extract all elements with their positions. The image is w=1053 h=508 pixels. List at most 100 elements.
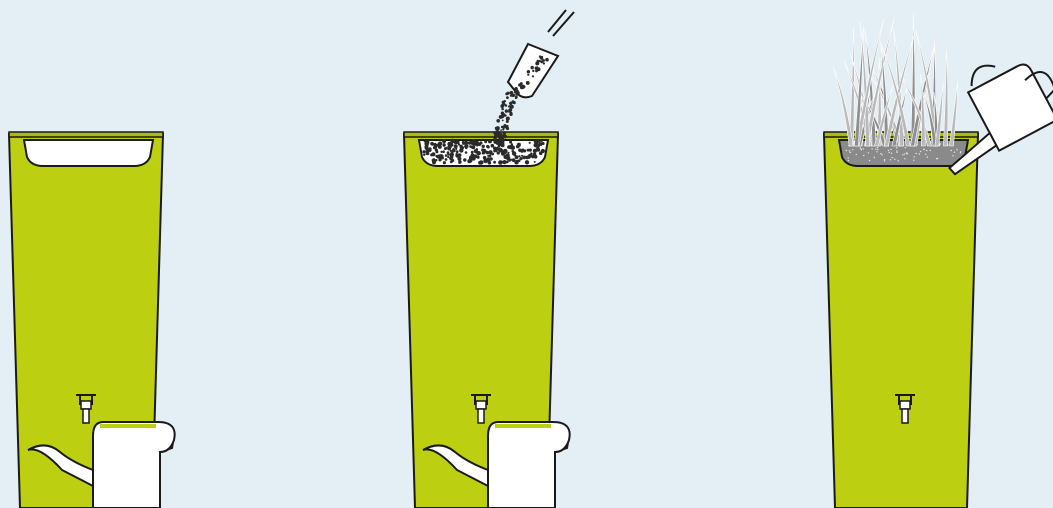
gravel-grain (505, 109, 508, 112)
gravel-grain (458, 162, 460, 164)
soil-speck (902, 154, 903, 155)
gravel-grain (545, 58, 549, 62)
step-1-panel (9, 132, 175, 508)
gravel-grain (518, 155, 520, 157)
gravel-grain (424, 143, 427, 146)
step-3-panel (824, 14, 1053, 508)
gravel-grain (479, 160, 483, 164)
soil-speck (848, 160, 849, 161)
gravel-grain (527, 70, 530, 73)
gravel-grain (423, 154, 425, 156)
soil-speck (868, 152, 869, 153)
gravel-grain (532, 70, 534, 72)
gravel-grain (479, 141, 482, 144)
soil-speck (849, 150, 850, 151)
gravel-grain (456, 140, 460, 144)
gravel-grain (489, 157, 492, 160)
soil-speck (889, 152, 890, 153)
soil-speck (927, 156, 928, 157)
soil-speck (952, 155, 953, 156)
gravel-grain (452, 148, 455, 151)
soil-speck (920, 151, 921, 152)
gravel-grain (435, 150, 438, 153)
gravel-grain (531, 66, 534, 69)
gravel-grain (436, 155, 440, 159)
soil-speck (916, 153, 917, 154)
gravel-grain (503, 133, 505, 135)
gravel-grain (516, 92, 519, 95)
soil-speck (894, 159, 895, 160)
soil-speck (880, 153, 881, 154)
gravel-grain (505, 115, 507, 117)
gravel-grain (509, 141, 512, 144)
gravel-grain (517, 143, 521, 147)
gravel-grain (533, 149, 537, 153)
gravel-grain (502, 120, 504, 122)
soil-speck (877, 147, 878, 148)
gravel-grain (512, 94, 515, 97)
soil-speck (951, 150, 952, 151)
gravel-grain (507, 117, 509, 119)
gravel-grain (510, 95, 512, 97)
gravel-grain (535, 70, 538, 73)
tank-rim (404, 132, 558, 137)
gravel-grain (512, 150, 515, 153)
soil-speck (956, 149, 957, 150)
gravel-grain (447, 153, 449, 155)
soil-speck (926, 150, 927, 151)
step-2-panel (404, 10, 574, 508)
gravel-grain (424, 140, 426, 142)
gravel-grain (509, 113, 512, 116)
gravel-grain (442, 150, 445, 153)
soil-speck (881, 154, 882, 155)
soil-speck (869, 160, 870, 161)
gravel-grain (503, 155, 507, 159)
gravel-grain (445, 158, 448, 161)
soil-speck (896, 152, 897, 153)
gravel-grain (447, 145, 451, 149)
gravel-grain (503, 135, 507, 139)
gravel-grain (527, 149, 530, 152)
soil-speck (936, 158, 937, 159)
soil-speck (891, 153, 892, 154)
gravel-grain (450, 160, 453, 163)
gravel-grain (455, 148, 457, 150)
soil-speck (863, 148, 864, 149)
gravel-grain (434, 147, 437, 150)
gravel-grain (456, 153, 458, 155)
gravel-grain (526, 81, 530, 85)
gravel-grain (476, 143, 479, 146)
gravel-grain (537, 148, 540, 151)
gravel-grain (535, 61, 539, 65)
soil-speck (890, 149, 891, 150)
gravel-grain (516, 160, 519, 163)
gravel-grain (462, 142, 465, 145)
gravel-grain (469, 159, 473, 163)
gravel-grain (431, 152, 435, 156)
rain-tank-body (824, 134, 978, 508)
gravel-grain (509, 145, 514, 150)
gravel-grain (486, 145, 489, 148)
gravel-grain (493, 147, 496, 150)
gravel-grain (433, 158, 435, 160)
soil-speck (848, 157, 849, 158)
gravel-grain (497, 151, 500, 154)
gravel-grain (484, 140, 487, 143)
gravel-grain (532, 75, 534, 77)
soil-speck (905, 147, 906, 148)
gravel-grain (501, 141, 503, 143)
gravel-grain (469, 145, 472, 148)
gravel-grain (489, 150, 493, 154)
gravel-grain (507, 152, 509, 154)
gravel-grain (496, 131, 500, 135)
gravel-grain (529, 142, 531, 144)
soil-speck (846, 150, 847, 151)
soil-speck (896, 147, 897, 148)
soil-speck (877, 149, 878, 150)
gravel-grain (496, 126, 500, 130)
soil-speck (913, 160, 914, 161)
gravel-grain (534, 140, 538, 144)
gravel-grain (505, 104, 508, 107)
gravel-grain (440, 151, 442, 153)
